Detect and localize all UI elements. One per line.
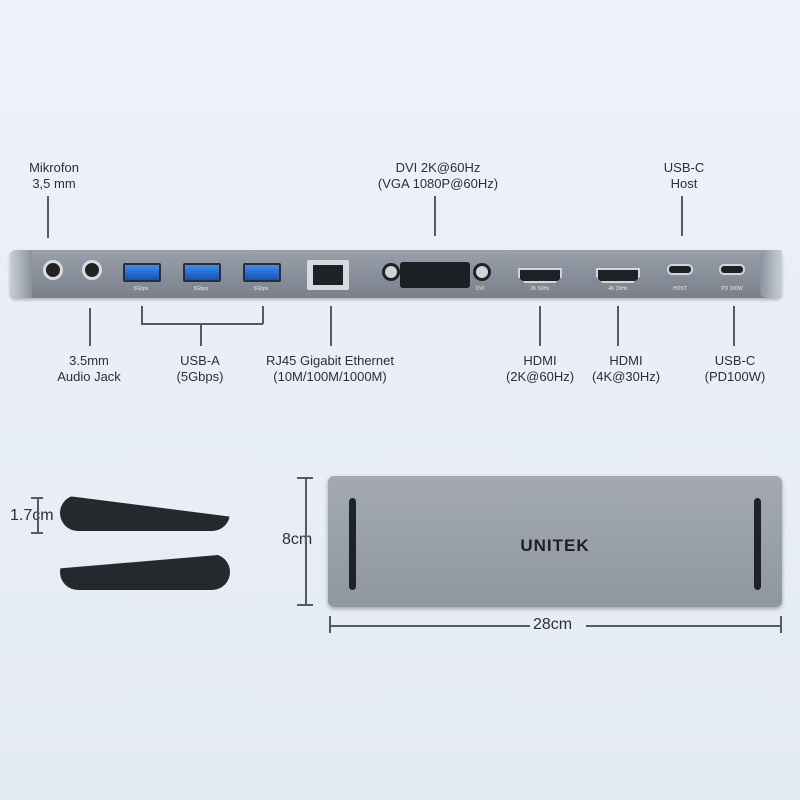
hdmi-port [596, 268, 640, 283]
side-profile-view [60, 554, 230, 590]
leader-line [617, 306, 619, 346]
dimension-line [37, 497, 39, 533]
rj45-port [307, 260, 349, 290]
port-label: 2K 60Hz [530, 286, 550, 292]
dvi-screw [382, 263, 400, 281]
dimension-tick [329, 616, 331, 633]
end-cap [760, 250, 782, 298]
bracket-line [141, 323, 263, 325]
dock-front-view: 5Gbps 5Gbps 5Gbps DVI 2K 60Hz 4K 30Hz HO… [10, 250, 782, 298]
dimension-line [305, 477, 307, 605]
callout-usb-a: USB-A(5Gbps) [176, 353, 224, 384]
callout-usbc-pd: USB-C(PD100W) [704, 353, 766, 384]
brand-logo: UNITEK [520, 536, 590, 555]
port-label: 5Gbps [193, 286, 209, 292]
dimension-tick [31, 532, 43, 534]
port-label: PD 100W [721, 286, 743, 292]
usb-a-port [243, 263, 281, 282]
thickness-label: 1.7cm [10, 507, 54, 524]
usb-c-host-port [667, 264, 693, 275]
leader-line [539, 306, 541, 346]
usb-a-port [123, 263, 161, 282]
callout-hdmi-2k: HDMI(2K@60Hz) [505, 353, 575, 384]
end-cap [10, 250, 32, 298]
dvi-port [400, 262, 470, 288]
vent-slot [754, 498, 761, 590]
port-label: 4K 30Hz [608, 286, 628, 292]
dvi-screw [473, 263, 491, 281]
leader-line [200, 323, 202, 346]
dimension-tick [780, 616, 782, 633]
dock-top-view: UNITEK [328, 476, 782, 607]
leader-line [434, 196, 436, 236]
leader-line [733, 306, 735, 346]
vent-slot [349, 498, 356, 590]
width-label: 28cm [533, 616, 573, 633]
usb-a-port [183, 263, 221, 282]
leader-line [681, 196, 683, 236]
dimension-line [586, 625, 781, 627]
port-label: HOST [673, 286, 687, 292]
callout-dvi: DVI 2K@60Hz(VGA 1080P@60Hz) [377, 160, 499, 191]
leader-line [47, 196, 49, 238]
dimension-tick [297, 604, 313, 606]
port-label: 5Gbps [133, 286, 149, 292]
audio-jack [82, 260, 102, 280]
leader-line [330, 306, 332, 346]
callout-hdmi-4k: HDMI(4K@30Hz) [591, 353, 661, 384]
mic-jack [43, 260, 63, 280]
usb-c-pd-port [719, 264, 745, 275]
hdmi-port [518, 268, 562, 283]
callout-rj45: RJ45 Gigabit Ethernet(10M/100M/1000M) [266, 353, 394, 384]
side-profile-view [60, 495, 230, 531]
leader-line [89, 308, 91, 346]
dimension-line [329, 625, 530, 627]
port-label: 5Gbps [253, 286, 269, 292]
depth-label: 8cm [282, 531, 313, 548]
port-label: DVI [475, 286, 485, 292]
leader-line [141, 306, 143, 324]
leader-line [262, 306, 264, 324]
